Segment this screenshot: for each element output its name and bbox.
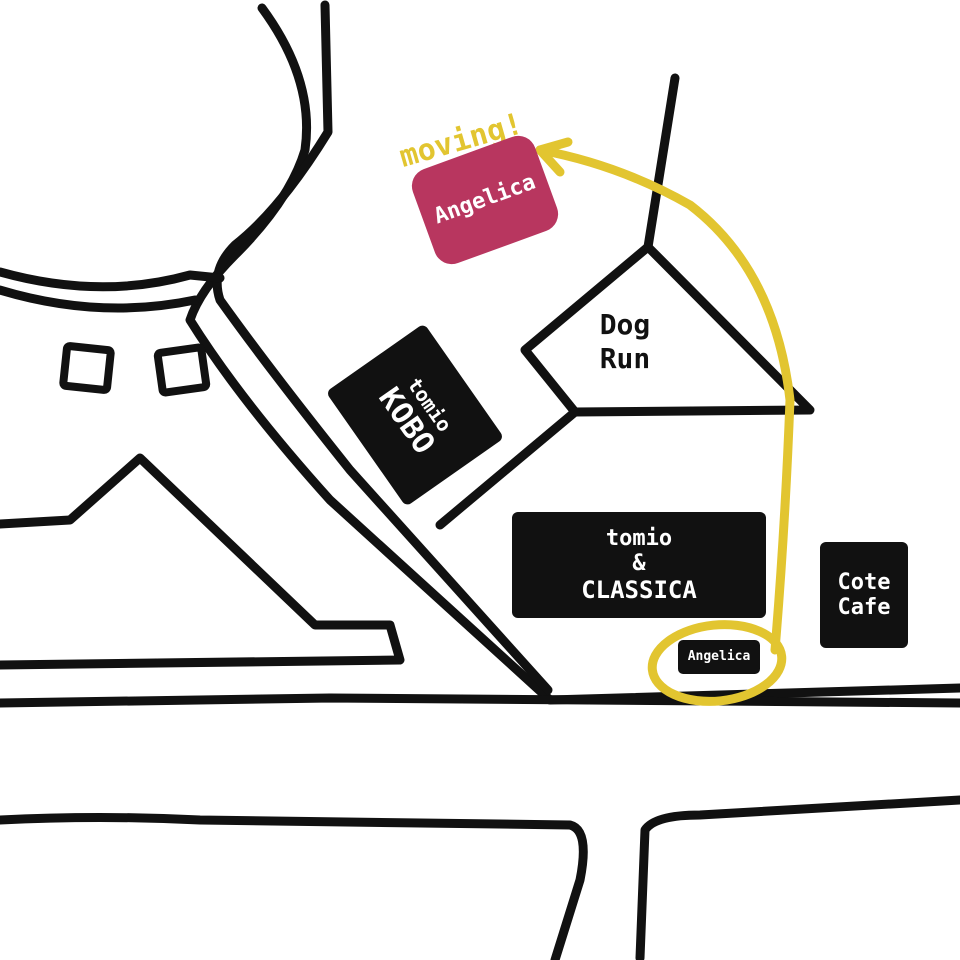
side-road-lower — [0, 285, 200, 313]
triangle-block — [0, 453, 405, 670]
moving-route-arrow — [535, 145, 795, 655]
classica-line2: & — [632, 551, 646, 577]
cote-cafe-line2: Cafe — [837, 595, 891, 620]
highway-median — [0, 813, 588, 960]
dog-run-line2: Run — [599, 341, 651, 375]
arrow-head — [535, 137, 573, 177]
cote-cafe-building: Cote Cafe — [820, 542, 908, 648]
highway-right-edge — [635, 795, 960, 960]
side-road-upper — [0, 267, 225, 292]
cote-cafe-line1: Cote — [837, 569, 891, 595]
angelica-new-label: Angelica — [430, 169, 540, 230]
small-building-left — [59, 342, 115, 394]
main-road-edge-inner — [212, 0, 553, 695]
dog-run-path-north — [643, 73, 680, 252]
dog-run-outline — [520, 242, 815, 417]
small-building-right — [153, 343, 211, 397]
dog-run-path-south — [435, 407, 580, 530]
classica-line3: CLASSICA — [581, 575, 697, 604]
highway-top-edge — [0, 693, 960, 708]
classica-line1: tomio — [605, 525, 673, 551]
angelica-old-badge: Angelica — [678, 640, 760, 674]
tomio-classica-building: tomio & CLASSICA — [512, 512, 766, 618]
angelica-old-label: Angelica — [687, 648, 751, 664]
dog-run-label: Dog Run — [585, 308, 665, 375]
dog-run-line1: Dog — [599, 308, 651, 341]
highlight-circle — [647, 620, 787, 706]
main-road-edge-outer — [185, 3, 960, 705]
